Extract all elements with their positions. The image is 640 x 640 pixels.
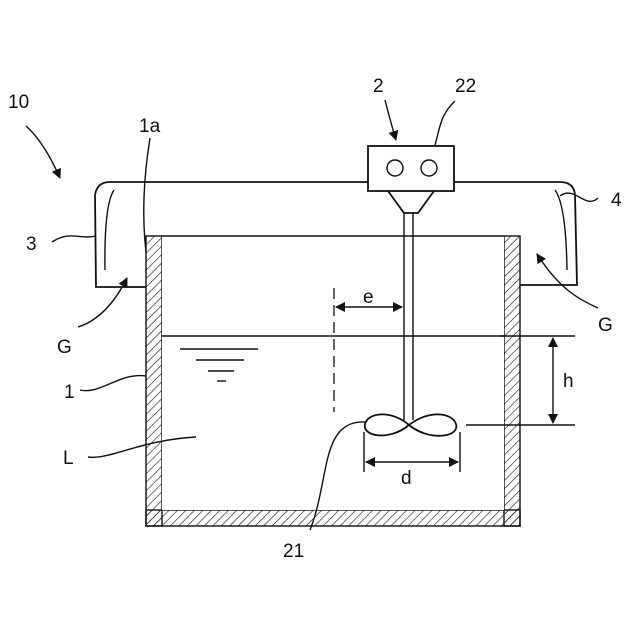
label-motor-unit: 22 bbox=[455, 76, 476, 97]
label-offset-e: e bbox=[363, 287, 374, 308]
label-cover: 3 bbox=[26, 234, 37, 255]
label-tank: 1 bbox=[64, 382, 75, 403]
label-gap-right: G bbox=[598, 315, 613, 336]
label-depth-h: h bbox=[563, 371, 574, 392]
label-gap-left: G bbox=[57, 337, 72, 358]
label-tank-inner-wall: 1a bbox=[139, 116, 161, 137]
label-cover-edge: 4 bbox=[611, 190, 622, 211]
motor-unit bbox=[368, 146, 454, 213]
label-stirrer: 2 bbox=[373, 76, 384, 97]
label-impeller: 21 bbox=[283, 541, 304, 562]
label-diameter-d: d bbox=[401, 468, 412, 489]
label-apparatus: 10 bbox=[8, 92, 29, 113]
label-liquid: L bbox=[63, 448, 74, 469]
tank-walls bbox=[146, 236, 520, 526]
